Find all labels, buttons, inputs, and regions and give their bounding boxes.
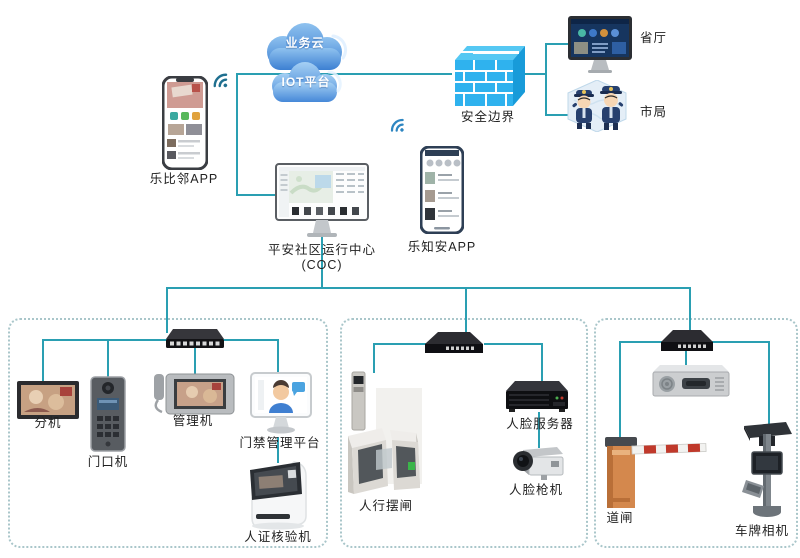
- connector-line: [465, 287, 467, 337]
- coc-label-line1: 平安社区运行中心: [267, 243, 376, 257]
- connector-line: [321, 236, 323, 288]
- lebilin-phone-icon: [162, 76, 208, 170]
- connector-line: [484, 343, 543, 345]
- network-switch-icon: [660, 329, 714, 355]
- connector-line: [107, 339, 109, 379]
- connector-line: [374, 343, 426, 345]
- security-boundary-label: 安全边界: [460, 110, 515, 124]
- lebilin-app-label: 乐比邻APP: [149, 172, 219, 186]
- connector-line: [619, 341, 621, 439]
- network-switch-icon: [165, 327, 225, 351]
- subsystem-box-pedestrian: [340, 318, 588, 548]
- extension-label: 分机: [34, 416, 62, 430]
- pedestrian-gate-icon: [346, 370, 426, 498]
- connector-line: [541, 343, 543, 384]
- police-icon: [560, 80, 634, 132]
- lezhian-app-label: 乐知安APP: [407, 240, 477, 254]
- connector-line: [545, 43, 547, 116]
- subsystem-box-vehicle: [594, 318, 798, 548]
- id-verifier-label: 人证核验机: [244, 530, 312, 544]
- door-station-label: 门口机: [87, 455, 129, 469]
- firewall-icon: [450, 42, 528, 110]
- connector-line: [236, 73, 452, 75]
- connector-line: [373, 343, 375, 373]
- management-machine-icon: [148, 372, 236, 416]
- subsystem-box-access-control: [8, 318, 328, 548]
- face-server-icon: [505, 380, 569, 414]
- id-verifier-icon: [244, 458, 312, 530]
- network-switch-icon: [424, 331, 484, 357]
- connector-line: [689, 287, 691, 334]
- connector-line: [620, 341, 662, 343]
- pedestrian-gate-label: 人行摆闸: [358, 499, 413, 513]
- wifi-icon: [381, 109, 411, 139]
- provincial-monitor-icon: [566, 14, 634, 78]
- connector-line: [236, 194, 278, 196]
- connector-line: [42, 339, 44, 383]
- face-server-label: 人脸服务器: [506, 417, 574, 431]
- server-icon: [652, 364, 730, 398]
- coc-monitor-icon: [275, 163, 369, 239]
- management-machine-label: 管理机: [172, 414, 214, 428]
- provincial-dept-label: 省厅: [640, 31, 668, 45]
- connector-line: [538, 412, 540, 448]
- connector-line: [545, 114, 568, 116]
- door-station-icon: [87, 376, 129, 452]
- indoor-extension-icon: [16, 380, 80, 420]
- face-camera-label: 人脸枪机: [508, 483, 563, 497]
- connector-line: [710, 341, 770, 343]
- access-platform-label: 门禁管理平台: [239, 436, 321, 450]
- connector-line: [166, 287, 168, 333]
- connector-line: [522, 73, 546, 75]
- barrier-gate-label: 道闸: [606, 511, 634, 525]
- barrier-gate-icon: [604, 434, 708, 512]
- city-bureau-label: 市局: [640, 105, 668, 119]
- plate-camera-label: 车牌相机: [734, 524, 789, 538]
- connector-line: [236, 74, 238, 195]
- coc-label-line2: (COC): [301, 258, 343, 272]
- connector-line: [277, 437, 279, 463]
- face-camera-icon: [507, 444, 565, 482]
- connector-line: [545, 43, 572, 45]
- plate-camera-icon: [742, 420, 794, 522]
- connector-line: [42, 339, 278, 341]
- lezhian-phone-icon: [420, 146, 464, 234]
- connector-line: [277, 339, 279, 376]
- connector-line: [768, 341, 770, 425]
- wifi-icon: [203, 63, 235, 95]
- iot-platform-label: IOT平台: [281, 75, 331, 89]
- connector-line: [194, 348, 196, 374]
- business-cloud-label: 业务云: [285, 36, 325, 50]
- connector-line: [685, 350, 687, 368]
- cloud-icon: [253, 22, 357, 108]
- connector-line: [166, 287, 691, 289]
- access-platform-icon: [250, 372, 312, 438]
